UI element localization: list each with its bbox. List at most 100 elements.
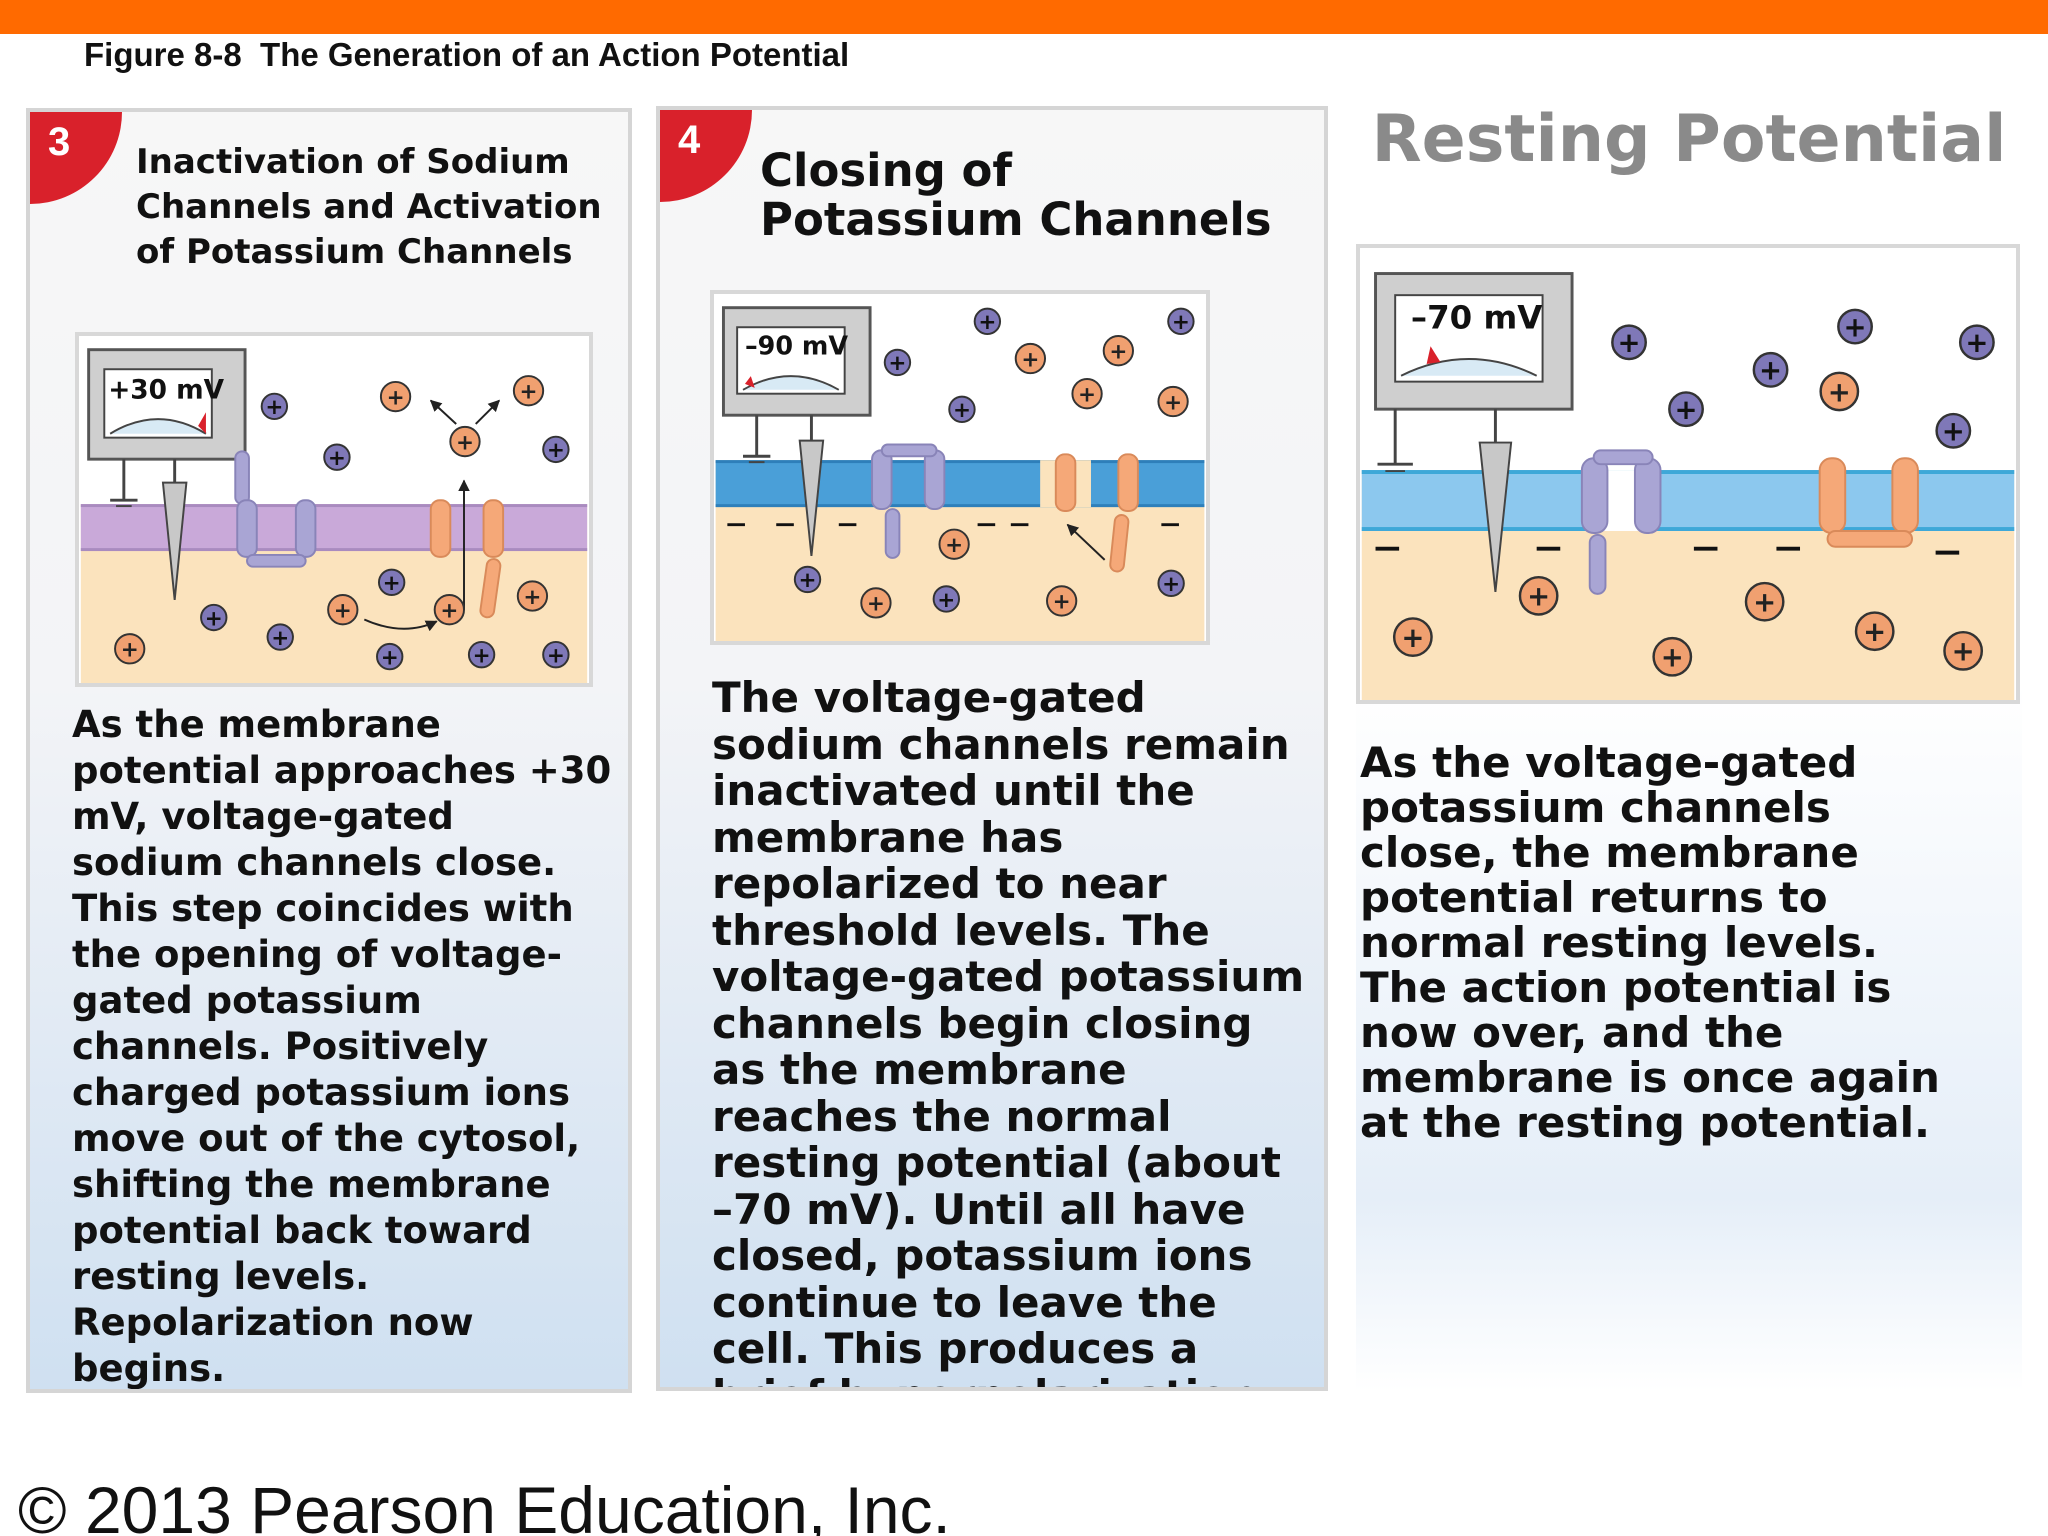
svg-text:+: + xyxy=(1753,587,1776,619)
svg-text:+: + xyxy=(1965,327,1988,359)
potassium-ion-icon: + xyxy=(1102,335,1134,367)
voltmeter-icon: –70 mV xyxy=(1374,272,1574,593)
svg-text:+: + xyxy=(265,395,283,420)
svg-text:+: + xyxy=(381,645,399,670)
sodium-ion-icon: + xyxy=(200,603,228,631)
svg-text:+: + xyxy=(1164,390,1182,415)
sodium-ion-icon: + xyxy=(1611,324,1647,361)
potassium-ion-icon: + xyxy=(1943,630,1984,671)
panel-resting-potential: Resting Potential –70 mV xyxy=(1356,106,2022,1391)
sodium-ion-icon: + xyxy=(542,640,570,668)
svg-text:+: + xyxy=(1527,581,1550,613)
step-title: Closing of Potassium Channels xyxy=(760,144,1272,246)
svg-text:+: + xyxy=(1162,572,1180,597)
svg-text:+: + xyxy=(1863,616,1886,648)
cell-membrane xyxy=(80,504,588,552)
sodium-ion-icon: + xyxy=(1167,307,1195,335)
sodium-ion-icon: + xyxy=(948,395,976,423)
svg-text:+: + xyxy=(440,599,458,624)
sodium-ion-icon: + xyxy=(377,568,406,596)
svg-text:+: + xyxy=(547,438,565,463)
potassium-ion-icon: + xyxy=(1157,385,1189,418)
voltmeter-icon: –90 mV xyxy=(721,306,872,557)
step-number: 3 xyxy=(48,120,71,164)
potassium-ion-icon: + xyxy=(1819,371,1860,412)
sodium-ion-icon: + xyxy=(973,307,1002,335)
potassium-ion-icon: + xyxy=(516,580,549,612)
resting-potential-title: Resting Potential xyxy=(1371,106,2007,177)
svg-text:+30 mV: +30 mV xyxy=(108,376,224,406)
svg-text:+: + xyxy=(1401,622,1424,654)
svg-text:+: + xyxy=(888,351,906,376)
sodium-ion-icon: + xyxy=(1958,324,1995,361)
svg-text:+: + xyxy=(205,606,223,631)
potassium-ion-icon: + xyxy=(1652,636,1693,677)
svg-text:+: + xyxy=(383,571,401,596)
potassium-ion-icon: + xyxy=(1071,378,1103,410)
step-title: Inactivation of Sodium Channels and Acti… xyxy=(136,142,602,272)
svg-text:+: + xyxy=(387,385,405,410)
sodium-ion-icon: + xyxy=(467,640,496,668)
svg-text:+: + xyxy=(271,626,289,651)
header-bar xyxy=(0,0,2048,34)
svg-text:+: + xyxy=(1828,376,1851,408)
svg-text:+: + xyxy=(1942,416,1965,448)
svg-text:–90 mV: –90 mV xyxy=(745,331,848,361)
membrane-illustration: –70 mV + xyxy=(1356,244,2020,704)
step-badge: 3 xyxy=(30,112,122,204)
svg-text:+: + xyxy=(1675,394,1698,426)
svg-text:+: + xyxy=(1759,355,1782,387)
step-description: As the voltage-gated potassium channels … xyxy=(1360,738,1940,1147)
svg-text:+: + xyxy=(1661,642,1684,674)
svg-text:+: + xyxy=(1172,310,1190,335)
step-description: The voltage-gated sodium channels remain… xyxy=(712,673,1305,1387)
panel-step-3: 3 Inactivation of Sodium Channels and Ac… xyxy=(26,108,632,1393)
membrane-illustration: –90 mV + xyxy=(710,290,1210,645)
svg-text:–70 mV: –70 mV xyxy=(1411,299,1542,337)
svg-text:+: + xyxy=(1844,311,1867,343)
svg-text:+: + xyxy=(945,533,963,558)
figure-title: Figure 8-8 The Generation of an Action P… xyxy=(84,36,850,73)
sodium-ion-icon: + xyxy=(1935,412,1972,449)
svg-text:+: + xyxy=(1078,383,1096,408)
svg-text:+: + xyxy=(334,599,352,624)
membrane-illustration: +30 mV + + + xyxy=(75,332,593,687)
step-number: 4 xyxy=(678,118,701,162)
sodium-ion-icon: + xyxy=(376,642,404,670)
svg-text:+: + xyxy=(953,398,971,423)
step-badge: 4 xyxy=(660,110,752,202)
potassium-ion-icon: + xyxy=(1046,585,1078,617)
svg-text:+: + xyxy=(456,430,474,455)
sodium-ion-icon: + xyxy=(883,348,912,376)
svg-text:+: + xyxy=(523,585,541,610)
panel-step-4: 4 Closing of Potassium Channels –90 mV xyxy=(656,106,1328,1391)
sodium-ion-icon: + xyxy=(1752,351,1789,388)
sodium-ion-icon: + xyxy=(932,585,960,613)
voltmeter-icon: +30 mV xyxy=(87,348,247,601)
potassium-ion-icon: + xyxy=(1392,617,1433,658)
svg-text:+: + xyxy=(867,592,885,617)
svg-text:+: + xyxy=(1109,340,1127,365)
svg-text:+: + xyxy=(473,643,491,668)
step-description: As the membrane potential approaches +30… xyxy=(72,703,612,1390)
potassium-ion-icon: + xyxy=(1518,575,1559,616)
copyright-notice: © 2013 Pearson Education, Inc. xyxy=(18,1473,951,1536)
sodium-ion-icon: + xyxy=(542,435,570,463)
potassium-ion-icon: + xyxy=(433,594,465,626)
potassium-ion-icon: + xyxy=(860,587,892,619)
svg-text:+: + xyxy=(1952,636,1975,668)
potassium-ion-icon: + xyxy=(379,380,412,413)
sodium-ion-icon: + xyxy=(1668,391,1704,428)
sodium-ion-icon: + xyxy=(1837,308,1873,345)
svg-text:+: + xyxy=(328,446,346,471)
potassium-ion-icon: + xyxy=(114,633,146,665)
potassium-ion-icon: + xyxy=(938,528,970,560)
svg-text:+: + xyxy=(1053,590,1071,615)
sodium-ion-icon: + xyxy=(260,392,289,420)
potassium-ion-icon: + xyxy=(1014,342,1047,375)
potassium-ion-icon: + xyxy=(449,425,481,458)
svg-text:+: + xyxy=(520,380,538,405)
sodium-ion-icon: + xyxy=(266,623,294,651)
potassium-ion-icon: + xyxy=(1744,581,1785,622)
potassium-ion-icon: + xyxy=(327,594,359,626)
